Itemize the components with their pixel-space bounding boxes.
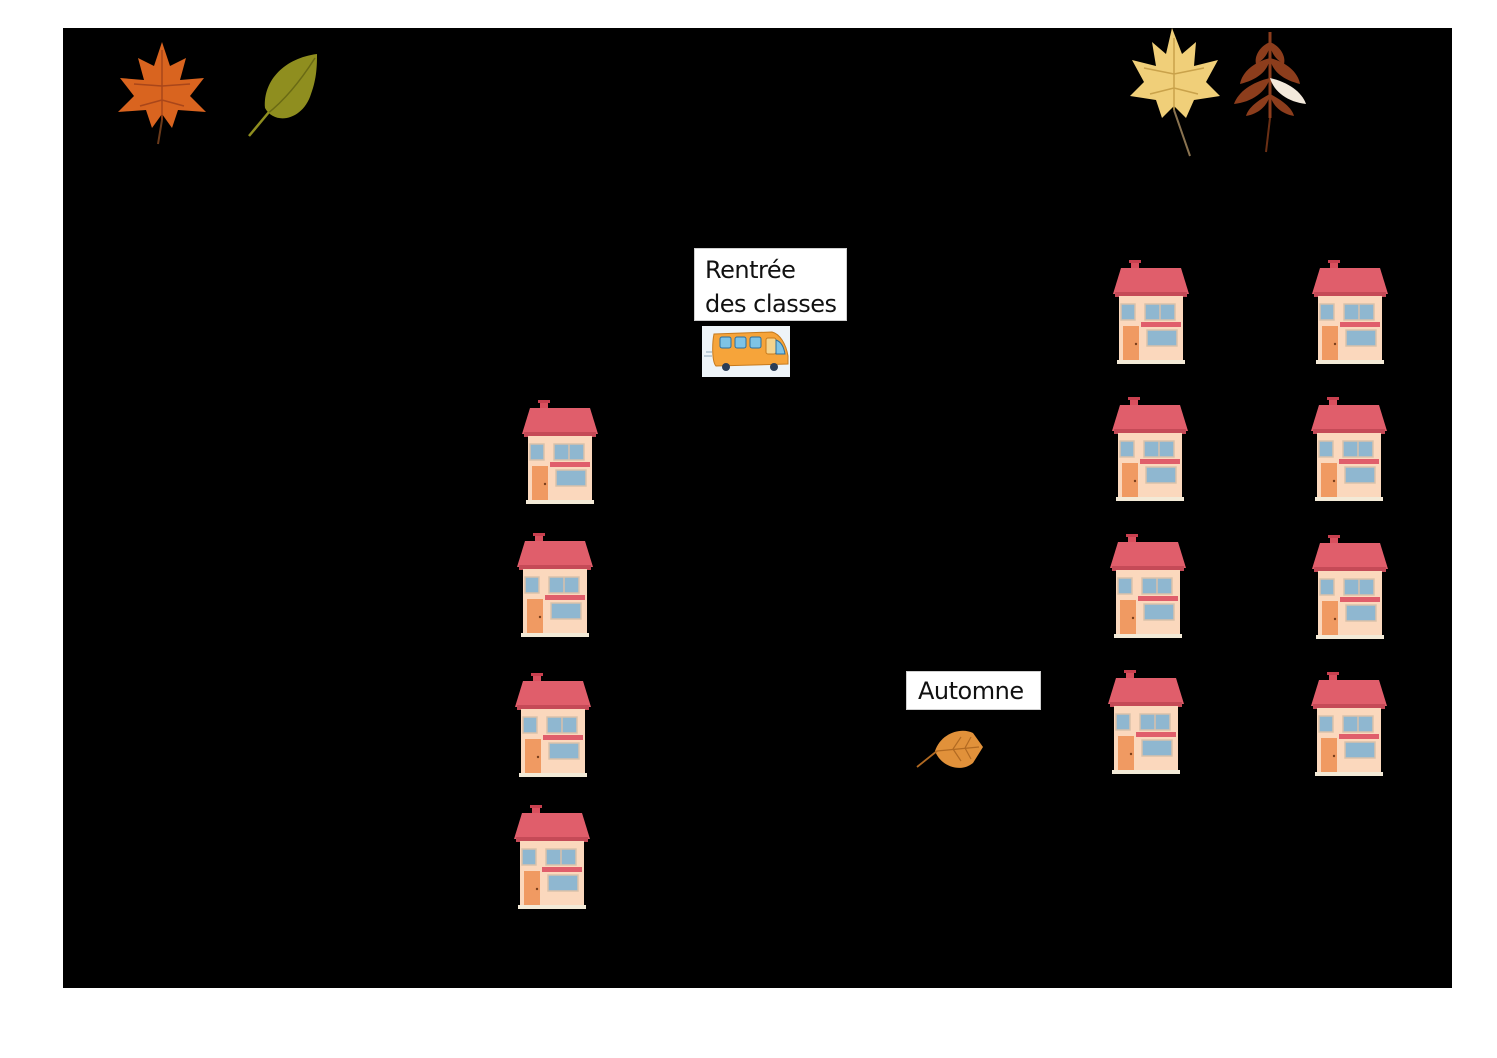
rentree-label-line1: Rentrée xyxy=(705,256,796,284)
autumn-leaf-icon xyxy=(916,730,983,768)
house-icon xyxy=(1312,260,1388,364)
house-icon xyxy=(1311,397,1387,501)
school-bus-card xyxy=(702,326,790,377)
rentree-label-line2: des classes xyxy=(705,290,837,318)
house-icon xyxy=(522,400,598,504)
house-icon xyxy=(1113,260,1189,364)
automne-label-text: Automne xyxy=(918,677,1024,705)
activity-board xyxy=(63,28,1452,988)
automne-label: Automne xyxy=(906,671,1041,710)
maple-leaf-icon xyxy=(118,42,206,145)
house-icon xyxy=(1112,397,1188,501)
house-icon xyxy=(1311,672,1387,776)
brown-fern-leaf-icon xyxy=(1234,32,1306,153)
school-bus-icon xyxy=(704,331,789,371)
green-leaf-icon xyxy=(248,54,317,137)
house-icon xyxy=(1110,534,1186,638)
rentree-label: Rentrée des classes xyxy=(694,248,847,321)
house-icon xyxy=(514,805,590,909)
house-icon xyxy=(517,533,593,637)
house-icon xyxy=(515,673,591,777)
yellow-maple-leaf-icon xyxy=(1130,28,1220,157)
house-icon xyxy=(1312,535,1388,639)
house-icon xyxy=(1108,670,1184,774)
